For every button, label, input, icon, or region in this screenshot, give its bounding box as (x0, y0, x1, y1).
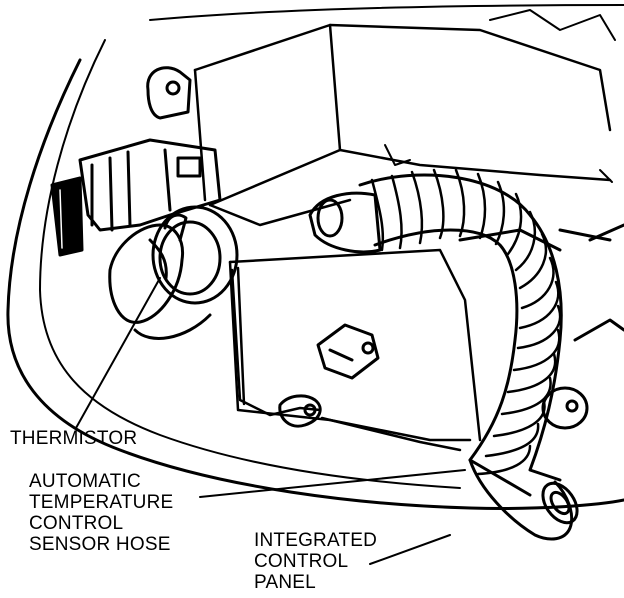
control-panel-label-line-3: PANEL (254, 572, 316, 593)
thermistor-connector (50, 138, 222, 257)
mounting-bracket (146, 66, 192, 120)
leader-thermistor (75, 277, 161, 429)
thermistor-label: THERMISTOR (10, 428, 137, 449)
leader-control-panel (369, 534, 451, 565)
sensor-hose-label-line-2: TEMPERATURE (29, 492, 174, 513)
sensor-wire (230, 268, 462, 452)
leader-lines (75, 277, 466, 565)
thermistor-housing (108, 205, 239, 340)
control-panel-label: INTEGRATED CONTROL PANEL (254, 530, 377, 593)
sensor-hose-label-line-1: AUTOMATIC (29, 471, 141, 492)
control-panel-label-line-1: INTEGRATED (254, 530, 378, 551)
leader-sensor-hose (199, 469, 466, 498)
sensor-hose-label-line-4: SENSOR HOSE (29, 534, 171, 555)
sensor-hose-label: AUTOMATIC TEMPERATURE CONTROL SENSOR HOS… (29, 471, 173, 555)
bracket-clip (316, 323, 380, 380)
right-fastener (541, 223, 624, 430)
control-panel-plate (228, 248, 482, 442)
sensor-hose-label-line-3: CONTROL (29, 513, 124, 534)
thermistor-label-line: THERMISTOR (10, 428, 138, 449)
housing-box (193, 9, 616, 227)
control-panel-label-line-2: CONTROL (254, 551, 349, 572)
duct-inlet (308, 191, 612, 254)
sensor-hose (358, 168, 579, 541)
